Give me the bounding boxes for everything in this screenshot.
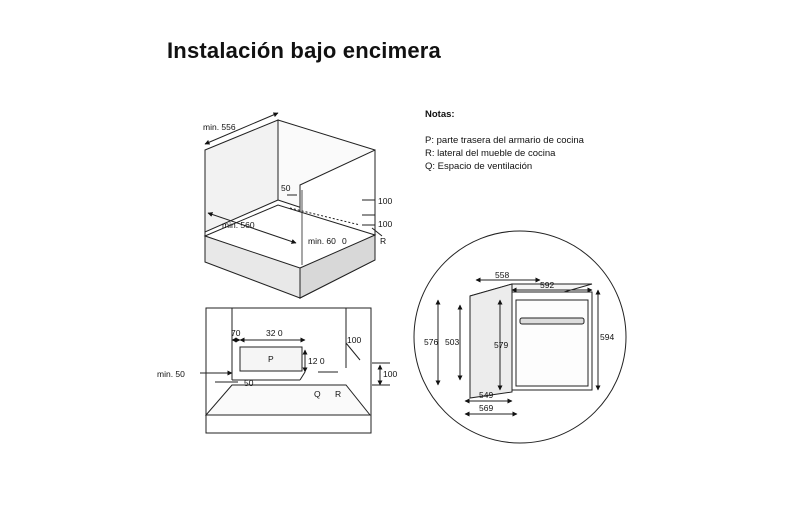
- dim-556: [204, 112, 279, 145]
- oven-detail: [413, 230, 627, 444]
- plan-outline: [205, 307, 372, 434]
- cabinet-isometric: [203, 112, 383, 299]
- note-text: Espacio de ventilación: [437, 161, 533, 172]
- vent-dashed-line: [289, 207, 361, 226]
- note-p: P: parte trasera del armario de cocina: [425, 134, 584, 147]
- plan-lower-area: [204, 384, 372, 416]
- label-549: 549: [479, 390, 493, 400]
- label-min-50: min. 50: [157, 369, 185, 379]
- label-min-560: min. 560: [222, 220, 255, 230]
- label-120: 12 0: [308, 356, 325, 366]
- dim-100-right: [345, 342, 361, 361]
- dim-560: [207, 212, 297, 244]
- note-q: Q: Espacio de ventilación: [425, 160, 584, 173]
- label-100-bottom: 100: [378, 219, 392, 229]
- note-key: R:: [425, 148, 435, 159]
- label-100-low: 100: [383, 369, 397, 379]
- label-100-top: 100: [378, 196, 392, 206]
- label-zero: 0: [342, 236, 347, 246]
- notes-panel: Notas: P: parte trasera del armario de c…: [425, 108, 584, 173]
- detail-circle: [413, 230, 627, 444]
- note-key: P:: [425, 135, 434, 146]
- plan-view: [200, 307, 390, 434]
- label-569: 569: [479, 403, 493, 413]
- note-text: parte trasera del armario de cocina: [436, 135, 584, 146]
- label-min-556: min. 556: [203, 122, 236, 132]
- note-text: lateral del mueble de cocina: [437, 148, 556, 159]
- oven-handle: [519, 317, 585, 325]
- label-q: Q: [314, 389, 321, 399]
- label-50-plan: 50: [244, 378, 254, 388]
- label-576: 576: [424, 337, 438, 347]
- page-title: Instalación bajo encimera: [167, 38, 441, 63]
- label-320: 32 0: [266, 328, 283, 338]
- label-503: 503: [445, 337, 459, 347]
- notes-heading: Notas:: [425, 109, 455, 120]
- label-594: 594: [600, 332, 614, 342]
- label-r-plan: R: [335, 389, 341, 399]
- label-min-600: min. 60: [308, 236, 336, 246]
- label-100-right: 100: [347, 335, 361, 345]
- label-558: 558: [495, 270, 509, 280]
- p-panel: [239, 346, 303, 372]
- label-r-iso: R: [380, 236, 386, 246]
- label-70: 70: [231, 328, 241, 338]
- label-579: 579: [494, 340, 508, 350]
- cabinet-plinth-side: [299, 234, 376, 299]
- note-key: Q:: [425, 161, 436, 172]
- label-50-iso: 50: [281, 183, 291, 193]
- label-p: P: [268, 354, 274, 364]
- note-r: R: lateral del mueble de cocina: [425, 147, 584, 160]
- label-592: 592: [540, 280, 554, 290]
